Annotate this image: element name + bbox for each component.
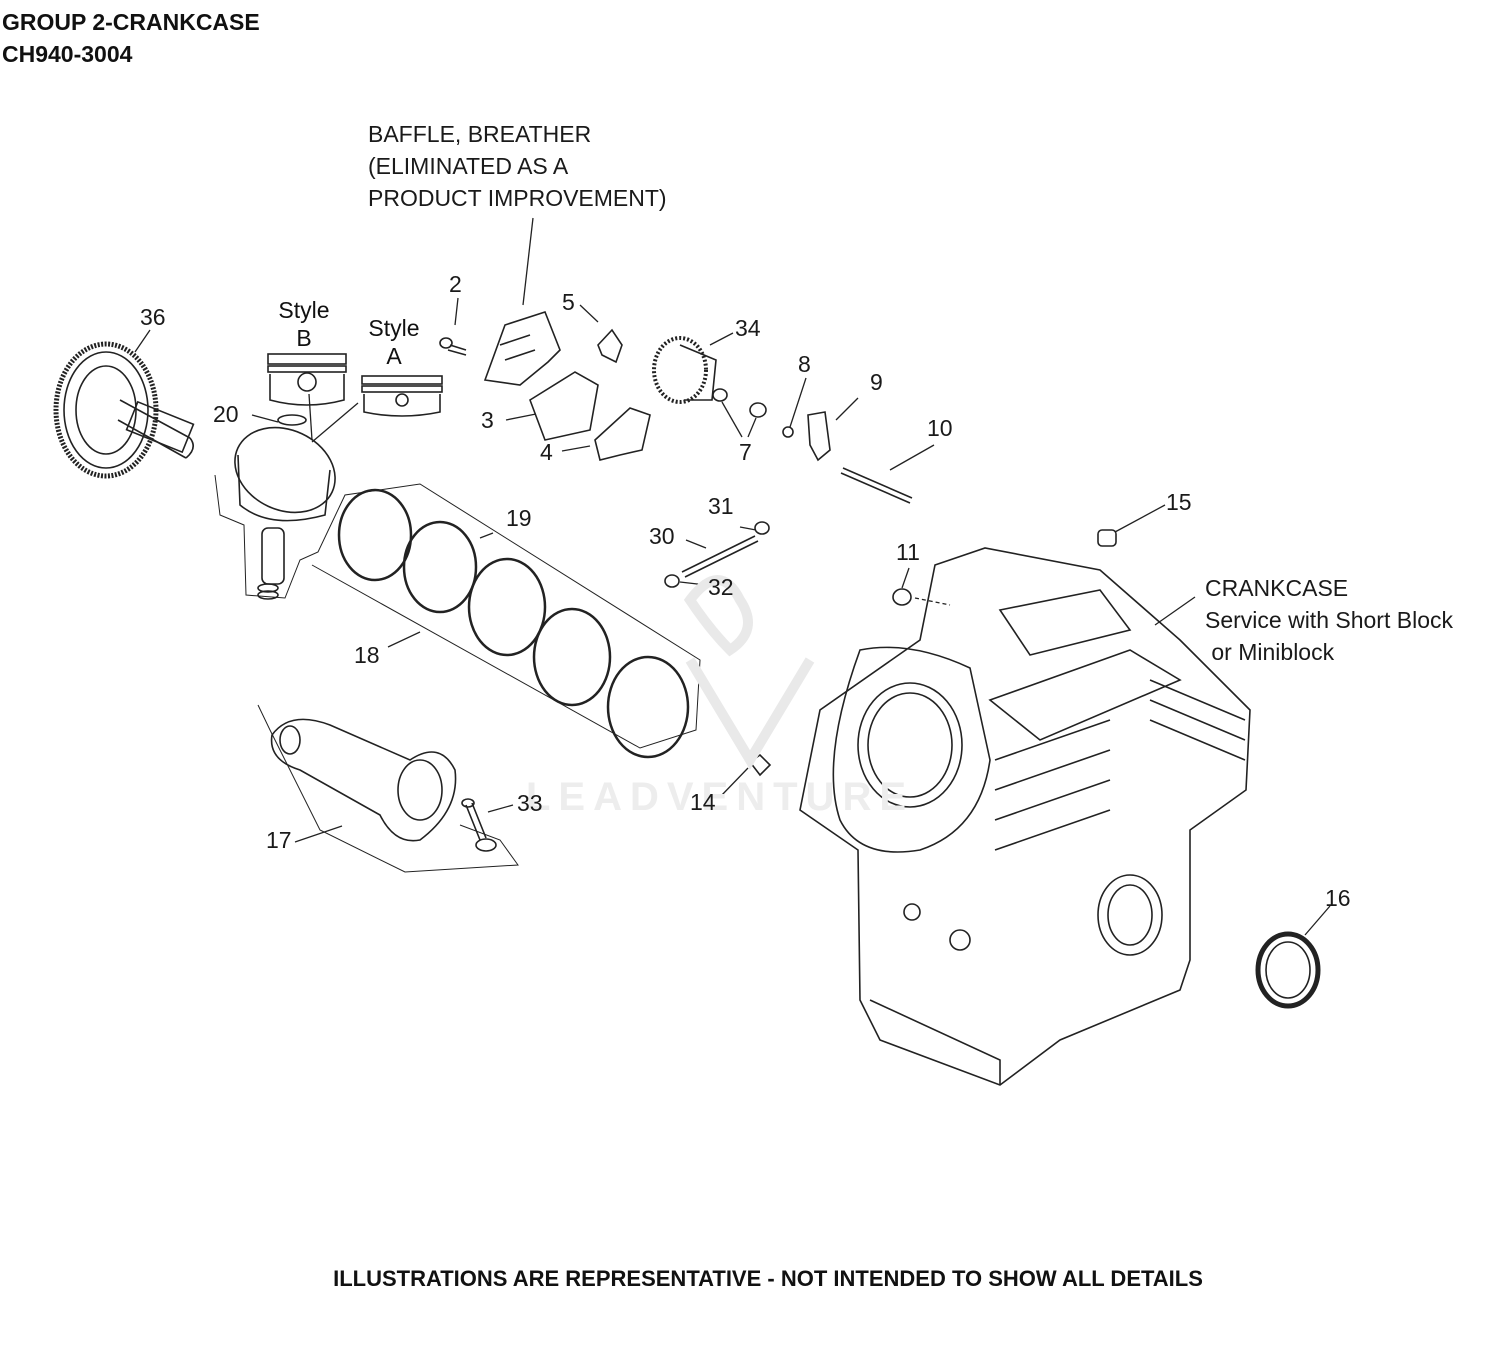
callout-2[interactable]: 2 [449, 271, 462, 297]
callout-34[interactable]: 34 [735, 315, 761, 341]
disclaimer-footer: ILLUSTRATIONS ARE REPRESENTATIVE - NOT I… [333, 1266, 1203, 1291]
oil-seal-small-part[interactable] [892, 588, 912, 606]
callout-32[interactable]: 32 [708, 574, 734, 600]
cross-shaft-part[interactable] [840, 467, 913, 504]
style-a-label: Style A [368, 315, 420, 369]
plug-part[interactable] [1097, 529, 1117, 547]
callout-4[interactable]: 4 [540, 439, 553, 465]
callout-36[interactable]: 36 [140, 304, 166, 330]
governor-lever-part[interactable] [807, 411, 831, 462]
callout-18[interactable]: 18 [354, 642, 380, 668]
piston-rings-part[interactable] [337, 488, 690, 759]
callout-20[interactable]: 20 [213, 401, 239, 427]
piston-style-b-part[interactable] [267, 353, 347, 406]
callout-14[interactable]: 14 [690, 789, 716, 815]
callout-10[interactable]: 10 [927, 415, 953, 441]
callout-11[interactable]: 11 [896, 539, 920, 565]
callout-5[interactable]: 5 [562, 289, 575, 315]
bushing-part[interactable] [712, 388, 728, 402]
page-title: GROUP 2-CRANKCASE [2, 9, 260, 35]
breather-baffle-part[interactable] [483, 311, 561, 386]
breather-clip-part[interactable] [597, 328, 623, 364]
connecting-rod-part[interactable] [257, 704, 519, 873]
callout-30[interactable]: 30 [649, 523, 675, 549]
cross-shaft-clip-part[interactable] [782, 426, 794, 438]
callout-17[interactable]: 17 [266, 827, 292, 853]
crankcase-note: CRANKCASE Service with Short Block or Mi… [1205, 575, 1453, 665]
style-b-label: Style B [278, 297, 330, 351]
callout-33[interactable]: 33 [517, 790, 543, 816]
model-number: CH940-3004 [2, 41, 133, 67]
callout-16[interactable]: 16 [1325, 885, 1351, 911]
baffle-breather-note: BAFFLE, BREATHER (ELIMINATED AS A PRODUC… [368, 121, 667, 211]
rod-bolt-part[interactable] [461, 798, 497, 852]
callout-15[interactable]: 15 [1166, 489, 1192, 515]
callout-19[interactable]: 19 [506, 505, 532, 531]
leader-lines [134, 217, 1331, 936]
crankcase-block-part[interactable] [799, 547, 1251, 1086]
screw-part[interactable] [439, 337, 467, 356]
shaft-part[interactable] [681, 535, 759, 578]
governor-gear-part[interactable] [652, 336, 717, 404]
callout-8[interactable]: 8 [798, 351, 811, 377]
piston-pin-part[interactable] [261, 527, 285, 585]
svg-text:LEADVENTURE: LEADVENTURE [526, 775, 914, 819]
breather-plate-part[interactable] [529, 371, 599, 441]
callout-9[interactable]: 9 [870, 369, 883, 395]
callout-7[interactable]: 7 [739, 439, 752, 465]
camshaft-gear-part[interactable] [53, 341, 195, 479]
piston-part[interactable] [221, 412, 349, 528]
breather-gasket-part[interactable] [594, 407, 651, 461]
oil-seal-large-part[interactable] [1255, 931, 1321, 1009]
callout-3[interactable]: 3 [481, 407, 494, 433]
leadventure-watermark: LEADVENTURE [526, 575, 914, 819]
piston-style-a-part[interactable] [361, 375, 443, 417]
callout-31[interactable]: 31 [708, 493, 734, 519]
